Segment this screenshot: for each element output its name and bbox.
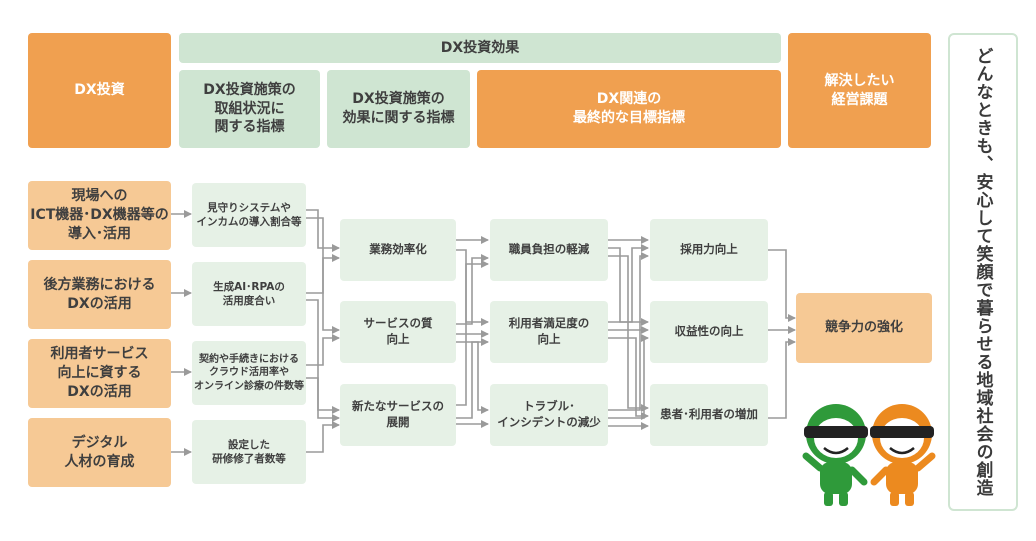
- arrow: [608, 255, 649, 412]
- arrow: [608, 337, 649, 420]
- final-competitiveness: 競争力の強化: [796, 293, 932, 363]
- header-dx-investment: DX投資: [28, 33, 171, 148]
- arrow: [768, 338, 796, 419]
- investment-digital-talent: デジタル 人材の育成: [28, 418, 171, 487]
- header-dx-effect: DX投資効果: [179, 33, 781, 63]
- arrow: [306, 377, 340, 422]
- goal-incident-reduction: トラブル･ インシデントの減少: [490, 384, 608, 446]
- mgmt-profitability: 収益性の向上: [650, 301, 768, 363]
- arrow: [306, 254, 340, 294]
- arrow: [306, 299, 340, 414]
- investment-field-devices: 現場への ICT機器･DX機器等の 導入･活用: [28, 181, 171, 250]
- arrow: [306, 209, 340, 252]
- arrow: [456, 260, 489, 406]
- arrow: [768, 249, 796, 322]
- arrow: [608, 334, 649, 419]
- arrow: [608, 252, 649, 411]
- arrow: [608, 247, 649, 326]
- arrow: [306, 421, 340, 453]
- arrow: [456, 341, 489, 414]
- vision-statement-box: どんなときも、安心して笑顔で暮らせる地域社会の創造: [948, 33, 1018, 511]
- status-training: 設定した 研修修了者数等: [192, 420, 306, 484]
- effect-new-services: 新たなサービスの 展開: [340, 384, 456, 446]
- header-management-issue: 解決したい 経営課題: [788, 33, 931, 148]
- status-monitoring-systems: 見守りシステムや インカムの導入割合等: [192, 183, 306, 247]
- arrow: [306, 334, 340, 366]
- investment-back-office: 後方業務における DXの活用: [28, 260, 171, 329]
- status-cloud-online: 契約や手続きにおける クラウド活用率や オンライン診療の件数等: [192, 341, 306, 405]
- mgmt-user-increase: 患者･利用者の増加: [650, 384, 768, 446]
- arrow: [608, 244, 649, 323]
- status-ai-rpa: 生成AI･RPAの 活用度合い: [192, 262, 306, 326]
- header-final-goal: DX関連の 最終的な目標指標: [477, 70, 781, 148]
- mgmt-recruiting: 採用力向上: [650, 219, 768, 281]
- header-measure-status: DX投資施策の 取組状況に 関する指標: [179, 70, 320, 148]
- goal-user-satisfaction: 利用者満足度の 向上: [490, 301, 608, 363]
- investment-user-service: 利用者サービス 向上に資する DXの活用: [28, 339, 171, 408]
- goal-staff-burden: 職員負担の軽減: [490, 219, 608, 281]
- effect-service-quality: サービスの質 向上: [340, 301, 456, 363]
- orange-mascot-icon: [870, 404, 936, 506]
- vision-statement: どんなときも、安心して笑顔で暮らせる地域社会の創造: [972, 47, 993, 497]
- green-mascot-icon: [802, 404, 868, 506]
- arrow: [456, 254, 489, 325]
- header-measure-effect: DX投資施策の 効果に関する指標: [327, 70, 470, 148]
- effect-efficiency: 業務効率化: [340, 219, 456, 281]
- arrow: [456, 338, 489, 419]
